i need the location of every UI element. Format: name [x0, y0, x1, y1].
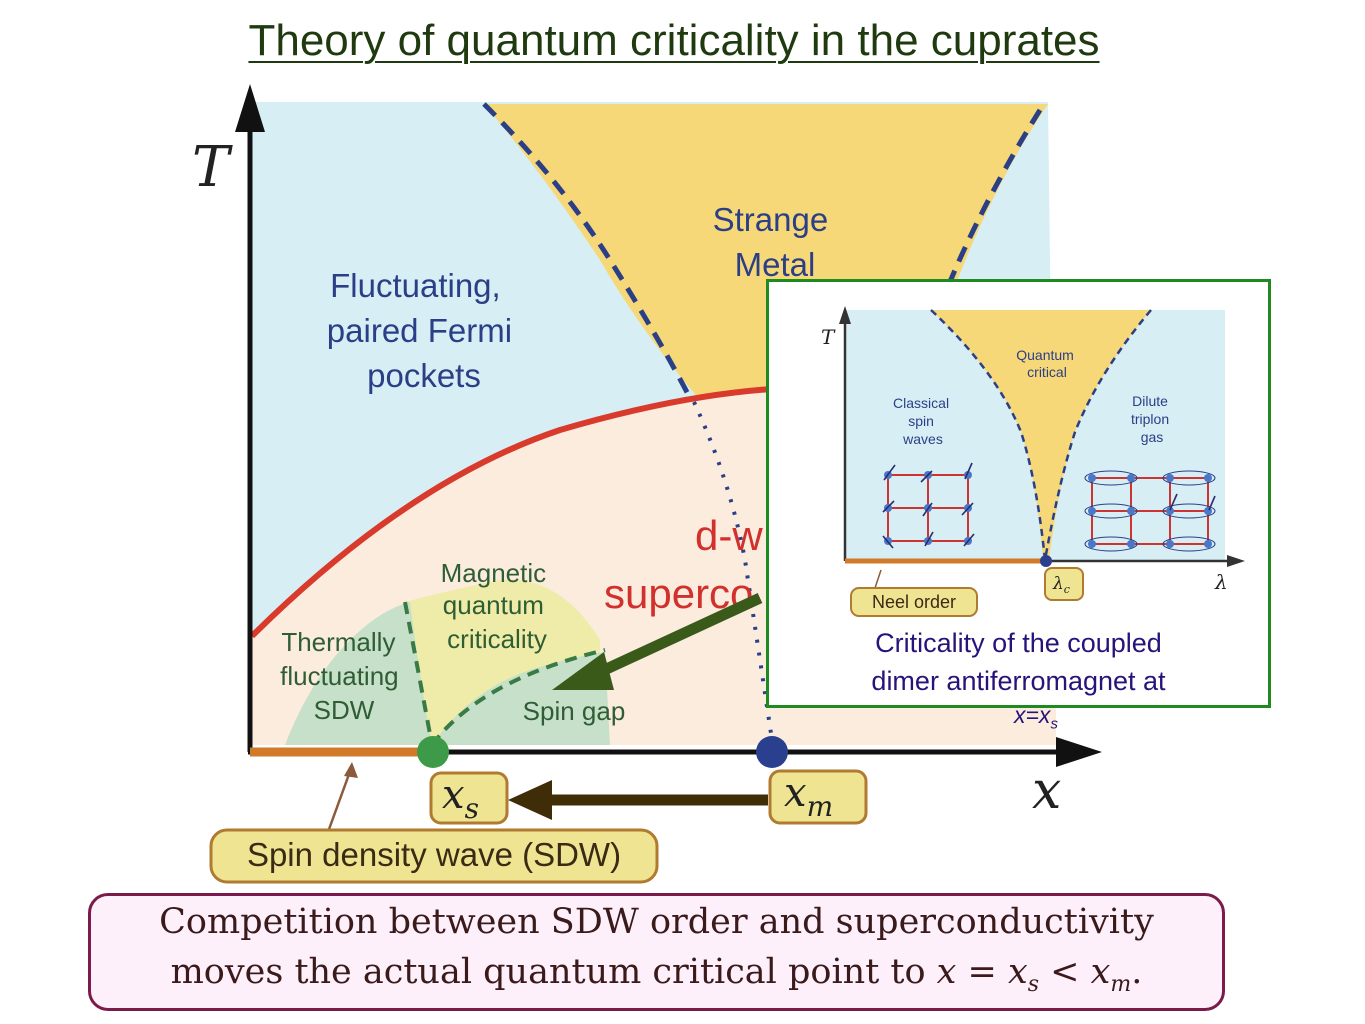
inset-classical-label: Classical spin waves [893, 395, 953, 447]
spin-gap-fill [432, 652, 610, 745]
spin-gap-boundary-dashed [430, 648, 606, 747]
sdw-pointer-head [344, 762, 358, 778]
conclusion-line2: moves the actual quantum critical point … [170, 952, 1143, 997]
x-axis-arrowhead [1056, 737, 1102, 767]
xs-label-box [429, 771, 509, 825]
dimer-ellipses [1084, 470, 1216, 552]
tc-curve [249, 385, 791, 639]
xm-point [756, 736, 788, 768]
inset-caption-line2: dimer antiferromagnet at [871, 666, 1166, 696]
inset-lambda-c-point [1040, 555, 1052, 567]
dwave-label: d-w superco [604, 512, 774, 617]
inset-caption: Criticality of the coupled dimer antifer… [769, 624, 1268, 700]
inset-panel: T λ Quantum critical Classical spin wave… [766, 279, 1271, 708]
xs-label: xs [442, 772, 479, 825]
inset-crossover-right [1043, 309, 1152, 561]
neel-label-box [850, 587, 978, 617]
t-axis-label: T [192, 135, 233, 200]
t-axis-arrowhead [235, 84, 265, 132]
triplon-arrows [1169, 493, 1216, 511]
inset-lambda-arrowhead [1227, 555, 1245, 567]
inset-caption-line1: Criticality of the coupled [875, 628, 1162, 658]
xs-point [417, 736, 449, 768]
conclusion-line1: Competition between SDW order and superc… [159, 902, 1154, 942]
inset-qc-label: Quantum critical [1016, 347, 1077, 380]
inset-t-label: T [821, 325, 836, 349]
neel-pointer [874, 569, 882, 589]
sdw-label: Spin density wave (SDW) [247, 836, 621, 873]
thermal-sdw-fill [285, 602, 432, 745]
inset-arrow-head [552, 652, 614, 690]
inset-arrow-shaft [597, 593, 763, 677]
inset-dilute-label: Dilute triplon gas [1131, 393, 1173, 445]
neel-label: Neel order [872, 592, 956, 612]
strange-metal-label: Strange Metal [713, 201, 838, 283]
x-axis-label: x [1032, 761, 1061, 821]
conclusion-box: Competition between SDW order and superc… [88, 893, 1225, 1011]
sdw-label-box [209, 828, 659, 884]
inset-diagram: T λ Quantum critical Classical spin wave… [821, 306, 1245, 617]
xm-label-box [768, 769, 868, 825]
thermal-sdw-label: Thermally fluctuating SDW [280, 627, 406, 725]
inset-crossover-left [930, 309, 1047, 561]
inset-t-arrowhead [839, 306, 851, 324]
dotted-hidden-line [692, 401, 774, 741]
crossover-left [482, 102, 693, 400]
lambda-c-box [1044, 567, 1084, 601]
fluctuating-label: Fluctuating, paired Fermi pockets [327, 267, 521, 394]
inset-qc-fill [931, 310, 1151, 560]
dimer-sites [1088, 474, 1212, 548]
sdw-pointer-line [326, 765, 354, 833]
xm-label: xm [784, 770, 833, 823]
inset-lambda-label: λ [1214, 570, 1228, 594]
classical-spin-arrows [882, 462, 975, 549]
lambda-c-label: λc [1052, 574, 1070, 596]
spin-gap-label: Spin gap [523, 696, 626, 726]
sdw-boundary-dashed [403, 601, 434, 746]
page-title: Theory of quantum criticality in the cup… [248, 16, 1100, 65]
magnetic-qc-label: Magnetic quantum criticality [441, 558, 554, 654]
xm-to-xs-arrow-head [508, 780, 552, 820]
